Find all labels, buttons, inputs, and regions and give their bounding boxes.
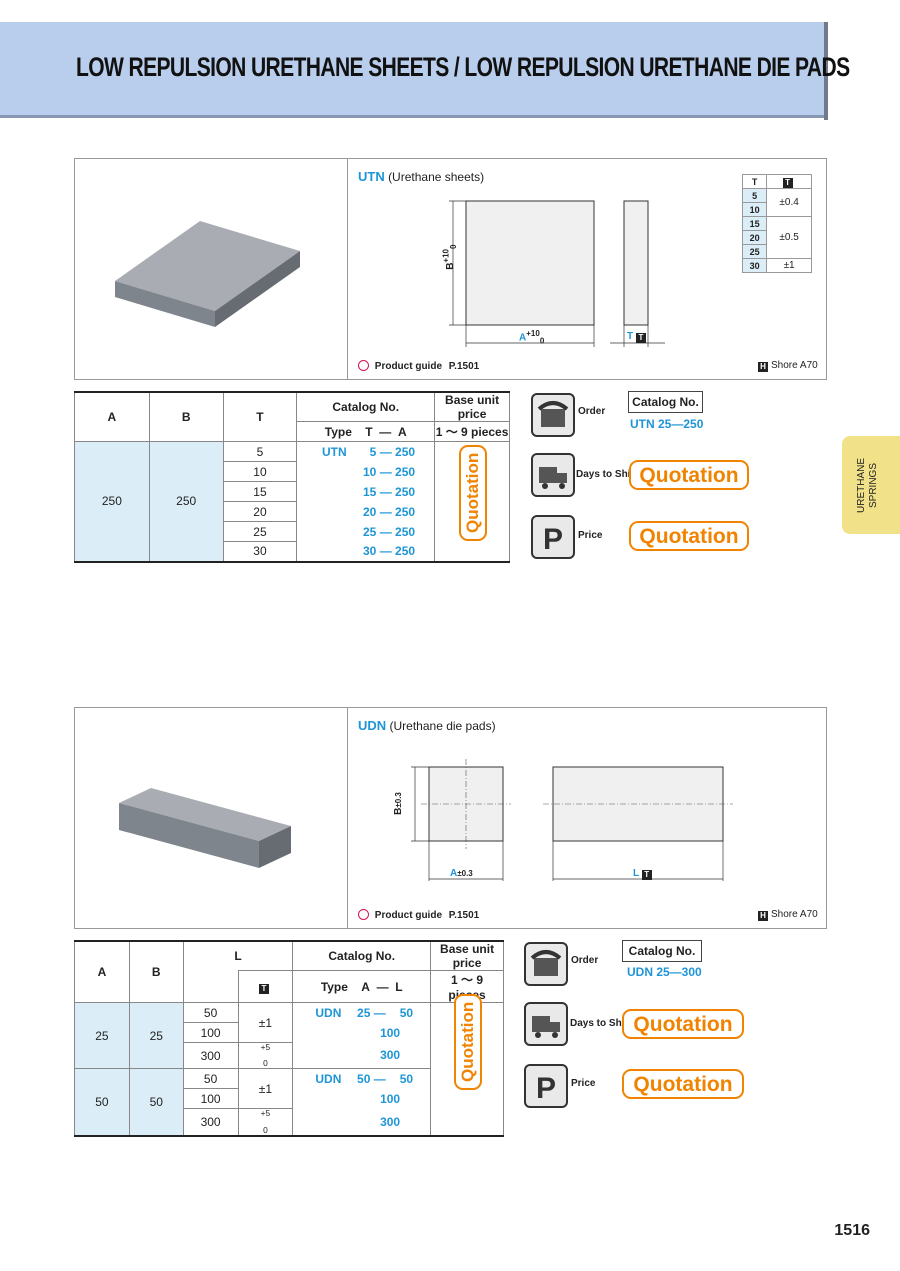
- sheet-product-image: [115, 221, 300, 327]
- dim-t-label: T T: [627, 331, 649, 343]
- sheets-price-quotation: Quotation: [629, 521, 749, 551]
- sheets-spec-table: A B T Catalog No. Base unit price Type T…: [74, 391, 510, 563]
- pads-catalog-label: Catalog No.: [622, 940, 702, 962]
- sheets-name: (Urethane sheets): [388, 170, 485, 184]
- sheets-price-label: Price: [578, 530, 603, 541]
- pads-dim-a-label: A±0.3: [450, 868, 473, 879]
- pads-days-to-ship-label: Days to Ship: [570, 1018, 631, 1029]
- sheets-catalog-example: UTN 25—250: [630, 417, 704, 431]
- pads-series-title: UDN (Urethane die pads): [358, 718, 496, 733]
- guide-icon: [358, 360, 369, 371]
- sheets-a-value: 250: [74, 441, 150, 563]
- hardness-icon: H: [758, 362, 768, 372]
- section-tab-label: URETHANE SPRINGS: [856, 457, 879, 513]
- sheets-code: UTN: [358, 169, 385, 184]
- t-tolerance-icon: T: [635, 333, 646, 343]
- pads-product-guide-link[interactable]: Product guide P.1501: [358, 909, 479, 921]
- pads-price-quotation-stamp: Quotation: [454, 994, 482, 1090]
- sheets-product-box: UTN (Urethane sheets) B+100 A+100 T T T …: [74, 158, 827, 380]
- dim-a-label: A+100: [519, 329, 545, 346]
- pads-code: UDN: [358, 718, 387, 733]
- pads-product-box: UDN (Urethane die pads) B±0.3 A±0.3 L T …: [74, 707, 827, 929]
- header-banner: [0, 22, 824, 118]
- l-tolerance-icon: T: [641, 870, 652, 880]
- guide-icon: [358, 909, 369, 920]
- sheets-drawing: [449, 200, 665, 347]
- pads-name: (Urethane die pads): [389, 719, 496, 733]
- pads-spec-table: A B L Catalog No. Base unit price T Type…: [74, 940, 504, 1137]
- pads-catalog-example: UDN 25—300: [627, 965, 702, 979]
- phone-order-icon: [524, 942, 568, 986]
- pads-dim-b-label: B±0.3: [392, 792, 404, 815]
- pads-price-label: Price: [571, 1078, 596, 1089]
- svg-text:P: P: [543, 523, 563, 556]
- t-tolerance-icon: T: [782, 177, 793, 188]
- sheets-tolerance-table: T T 5±0.4 10 15±0.5 20 25 30±1: [741, 174, 812, 273]
- banner-shadow: [824, 22, 828, 120]
- dim-b-label: B+100: [441, 244, 458, 270]
- svg-text:P: P: [536, 1072, 556, 1105]
- sheets-days-to-ship-quotation: Quotation: [629, 460, 749, 490]
- pads-price-quotation: Quotation: [622, 1069, 744, 1099]
- sheets-price-quotation-stamp: Quotation: [459, 445, 487, 541]
- price-icon: P: [524, 1064, 568, 1108]
- price-icon: P: [531, 515, 575, 559]
- section-tab[interactable]: URETHANE SPRINGS: [842, 436, 900, 534]
- truck-icon: [524, 1002, 568, 1046]
- sheets-product-guide-link[interactable]: Product guide P.1501: [358, 360, 479, 372]
- pads-order-label: Order: [571, 955, 599, 966]
- sheets-b-value: 250: [148, 441, 224, 563]
- phone-order-icon: [531, 393, 575, 437]
- pads-days-to-ship-quotation: Quotation: [622, 1009, 744, 1039]
- hardness-icon: H: [758, 911, 768, 921]
- sheets-order-label: Order: [578, 406, 606, 417]
- l-tolerance-icon: T: [258, 984, 269, 994]
- sheets-catalog-label: Catalog No.: [628, 391, 703, 413]
- pads-drawing: [411, 759, 733, 881]
- page-number: 1516: [834, 1222, 870, 1239]
- page-title: LOW REPULSION URETHANE SHEETS / LOW REPU…: [76, 52, 850, 82]
- sheets-days-to-ship-label: Days to Ship: [576, 469, 637, 480]
- pads-dim-l-label: L T: [633, 868, 655, 880]
- sheets-series-title: UTN (Urethane sheets): [358, 169, 484, 184]
- pad-product-image: [119, 788, 291, 868]
- truck-icon: [531, 453, 575, 497]
